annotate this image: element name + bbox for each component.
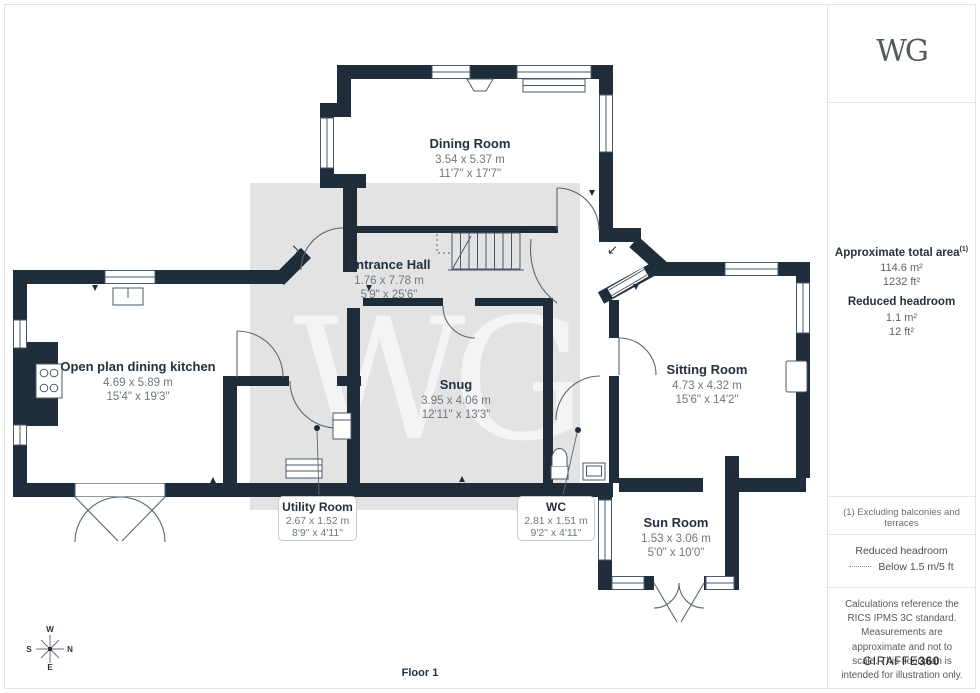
room-label-dining: Dining Room 3.54 x 5.37 m 11'7" x 17'7"	[370, 136, 570, 181]
window-icon	[516, 65, 592, 79]
room-label-entrance-hall: Entrance Hall 1.76 x 7.78 m 5'9" x 25'6"	[289, 257, 489, 302]
room-dim-imperial: 15'6" x 14'2"	[675, 393, 739, 406]
basin-icon	[582, 462, 606, 481]
window-sill	[522, 78, 586, 93]
area-footnote: (1) Excluding balconies and terraces	[843, 507, 960, 529]
sink-icon	[112, 287, 144, 306]
footnote-marker: (1)	[959, 246, 969, 253]
room-name: WC	[546, 500, 566, 514]
room-dim-metric: 3.54 x 5.37 m	[435, 153, 505, 166]
window-icon	[431, 65, 471, 79]
fixtures	[35, 287, 808, 481]
floor-label: Floor 1	[401, 667, 439, 679]
room-name: Sun Room	[643, 515, 709, 530]
room-dim-imperial: 5'0" x 10'0"	[647, 546, 705, 559]
room-dim-metric: 2.81 x 1.51 m	[524, 515, 588, 527]
room-dim-imperial: 9'2" x 4'11"	[530, 527, 582, 540]
shelves-icon	[285, 458, 323, 479]
compass-bottom: E	[47, 663, 53, 672]
toilet-icon	[550, 448, 569, 480]
watermark: WG	[250, 183, 587, 510]
window-icon	[796, 282, 810, 334]
alcove	[785, 360, 808, 393]
total-area-imperial: 1232 ft²	[882, 276, 921, 288]
room-name: Utility Room	[282, 500, 353, 514]
window-icon	[320, 117, 334, 169]
stove-icon	[35, 363, 63, 399]
sidebar-section-divider	[828, 587, 975, 588]
stairs	[436, 232, 524, 271]
wall-ticks	[92, 190, 734, 483]
boiler-icon	[332, 412, 352, 440]
window-icon	[724, 262, 779, 276]
compass: W S N E	[26, 625, 73, 672]
room-label-sitting: Sitting Room 4.73 x 4.32 m 15'6" x 14'2"	[607, 362, 807, 407]
window-icon	[611, 576, 645, 590]
room-dim-metric: 1.76 x 7.78 m	[354, 274, 424, 287]
reduced-headroom-imperial: 12 ft²	[888, 326, 915, 338]
room-dim-imperial: 8'9" x 4'11"	[292, 527, 343, 540]
room-label-wc: WC 2.81 x 1.51 m 9'2" x 4'11"	[517, 496, 595, 541]
legend-row: Below 1.5 m/5 ft	[828, 561, 975, 573]
disclaimer-text: Calculations reference the RICS IPMS 3C …	[841, 599, 963, 682]
room-name: Entrance Hall	[347, 257, 431, 272]
room-dim-imperial: 15'4" x 19'3"	[106, 390, 170, 403]
entry-arrow-icon: ↘	[291, 241, 302, 256]
room-label-utility: Utility Room 2.67 x 1.52 m 8'9" x 4'11"	[278, 496, 357, 541]
entry-arrow-icon: ↙	[607, 242, 618, 257]
room-name: Open plan dining kitchen	[60, 359, 216, 374]
room-dim-metric: 4.73 x 4.32 m	[672, 379, 742, 392]
room-label-snug: Snug 3.95 x 4.06 m 12'11" x 13'3"	[356, 377, 556, 422]
room-dim-metric: 2.67 x 1.52 m	[285, 515, 350, 527]
giraffe360-brand: GIRAFFE360	[862, 656, 941, 668]
room-name: Snug	[439, 377, 473, 392]
doors	[74, 187, 705, 623]
room-label-kitchen: Open plan dining kitchen 4.69 x 5.89 m 1…	[38, 359, 238, 404]
compass-left: S	[26, 645, 32, 654]
room-dim-imperial: 5'9" x 25'6"	[360, 288, 418, 301]
room-name: Sitting Room	[666, 362, 748, 377]
door-opening	[74, 483, 166, 497]
reduced-headroom-label: Reduced headroom	[847, 296, 956, 308]
compass-right: N	[67, 645, 73, 654]
windows	[13, 65, 810, 590]
sidebar-divider	[827, 4, 828, 689]
window-icon	[104, 270, 156, 284]
total-area-label: Approximate total area(1)	[834, 246, 969, 259]
window-icon	[13, 319, 27, 349]
window-icon	[705, 576, 735, 590]
window-icon	[599, 94, 613, 153]
room-dim-imperial: 11'7" x 17'7"	[438, 167, 502, 180]
entry-arrows: ↘ ↙	[291, 241, 618, 257]
room-dim-metric: 1.53 x 3.06 m	[641, 532, 711, 545]
window-icon	[598, 499, 612, 561]
room-label-sun-room: Sun Room 1.53 x 3.06 m 5'0" x 10'0"	[576, 515, 776, 560]
room-dim-metric: 4.69 x 5.89 m	[103, 376, 173, 389]
sidebar-section-divider	[828, 534, 975, 535]
sidebar-section-divider	[828, 496, 975, 497]
dotted-line-icon	[849, 566, 872, 568]
vent-icon	[466, 78, 494, 92]
sidebar-section-divider	[828, 102, 975, 103]
room-dim-imperial: 12'11" x 13'3"	[421, 408, 491, 421]
room-dim-metric: 3.95 x 4.06 m	[421, 394, 491, 407]
label-leaders	[314, 425, 581, 496]
legend-title: Reduced headroom	[855, 545, 948, 557]
total-area-metric: 114.6 m²	[880, 262, 923, 274]
window-icon	[13, 424, 27, 446]
reduced-headroom-metric: 1.1 m²	[885, 312, 918, 324]
door-opening	[609, 338, 619, 376]
glazed-panel	[607, 267, 649, 298]
room-name: Dining Room	[429, 136, 511, 151]
agency-logo: WG	[876, 34, 929, 69]
compass-top: W	[46, 625, 54, 634]
